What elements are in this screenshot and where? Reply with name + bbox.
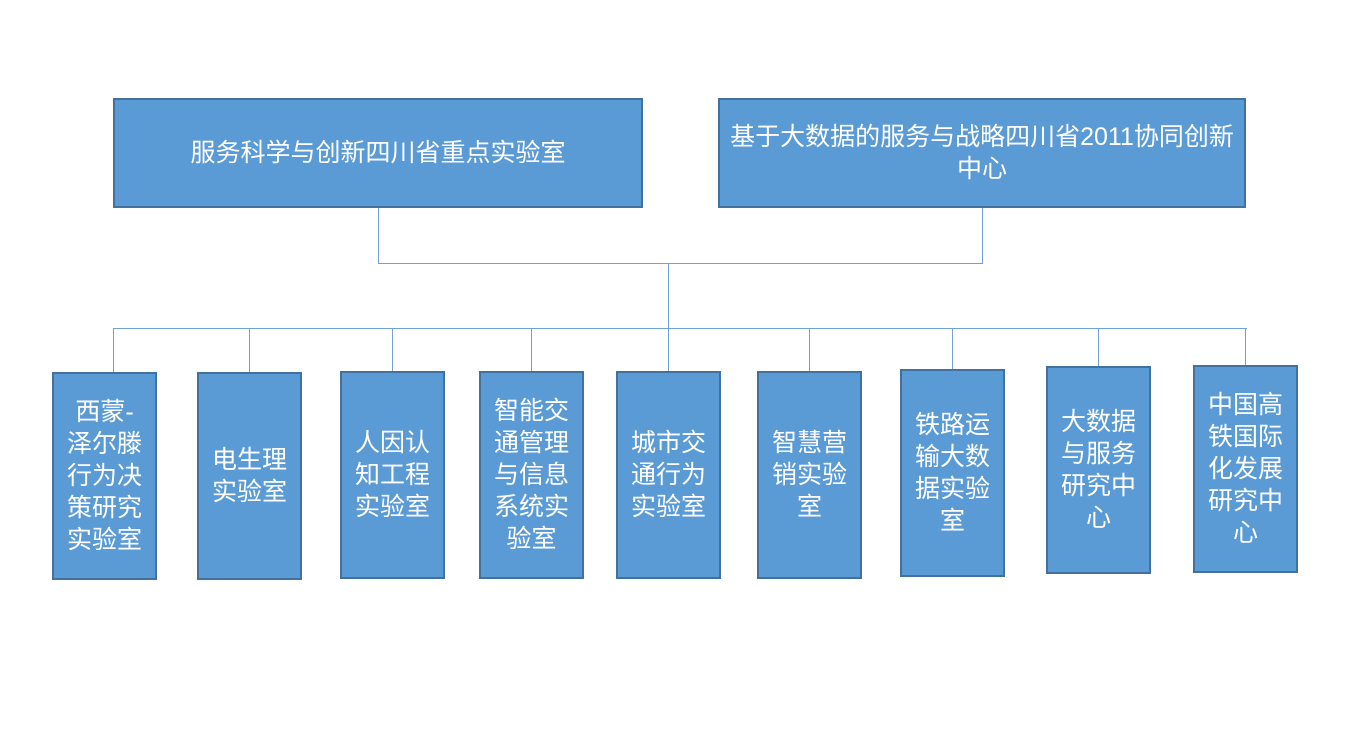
- org-node-urban-traffic-behavior-lab: 城市交通行为实验室: [616, 371, 721, 579]
- org-node-label: 基于大数据的服务与战略四川省2011协同创新中心: [730, 123, 1234, 183]
- org-node-label: 智慧营销实验室: [771, 429, 847, 521]
- connector-child1-drop: [112, 328, 114, 372]
- org-node-human-factors-cognitive-engineering-lab: 人因认知工程实验室: [340, 371, 445, 579]
- org-node-china-hsr-internationalization-center: 中国高铁国际化发展研究中心: [1193, 365, 1298, 573]
- connector-child7-drop: [951, 328, 953, 369]
- org-node-label: 城市交通行为实验室: [630, 429, 706, 521]
- org-node-simon-selten-behavior-decision-lab: 西蒙-泽尔滕行为决策研究实验室: [52, 372, 157, 580]
- connector-child4-drop: [530, 328, 532, 371]
- connector-parent2-drop: [981, 208, 983, 263]
- org-node-label: 人因认知工程实验室: [354, 429, 430, 521]
- org-node-label: 服务科学与创新四川省重点实验室: [190, 139, 566, 167]
- org-node-label: 电生理实验室: [211, 446, 287, 506]
- connector-parent1-drop: [377, 208, 379, 263]
- org-node-railway-big-data-lab: 铁路运输大数据实验室: [900, 369, 1005, 577]
- org-node-label: 智能交通管理与信息系统实验室: [493, 397, 569, 553]
- org-node-label: 中国高铁国际化发展研究中心: [1207, 391, 1283, 547]
- connector-child9-drop: [1244, 328, 1246, 366]
- connector-lower-rail: [112, 327, 1247, 329]
- org-node-smart-marketing-lab: 智慧营销实验室: [757, 371, 862, 579]
- connector-child8-drop: [1097, 328, 1099, 366]
- connector-child6-drop: [808, 328, 810, 371]
- connector-center-stem: [667, 263, 669, 371]
- connector-child3-drop: [391, 328, 393, 371]
- connector-child2-drop: [248, 328, 250, 372]
- org-node-collaborative-innovation-center: 基于大数据的服务与战略四川省2011协同创新中心: [718, 98, 1246, 208]
- connector-upper-rail: [377, 262, 983, 264]
- org-node-key-laboratory: 服务科学与创新四川省重点实验室: [113, 98, 643, 208]
- org-node-intelligent-transport-info-systems-lab: 智能交通管理与信息系统实验室: [479, 371, 584, 579]
- org-node-electrophysiology-lab: 电生理实验室: [197, 372, 302, 580]
- org-node-label: 大数据与服务研究中心: [1060, 408, 1136, 532]
- org-node-label: 西蒙-泽尔滕行为决策研究实验室: [66, 398, 142, 554]
- org-node-label: 铁路运输大数据实验室: [914, 411, 990, 535]
- org-node-big-data-service-research-center: 大数据与服务研究中心: [1046, 366, 1151, 574]
